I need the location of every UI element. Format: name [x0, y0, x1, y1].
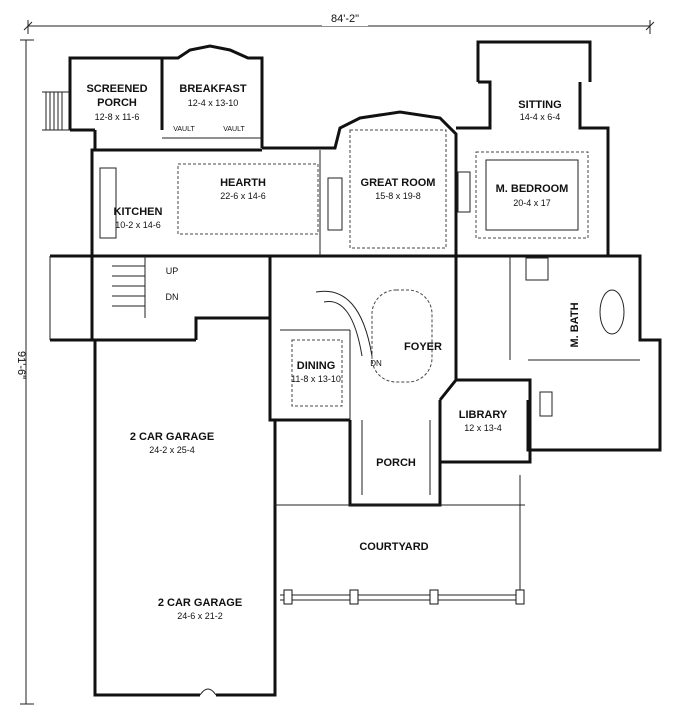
room-sitting: SITTING 14-4 x 6-4 — [518, 99, 561, 122]
room-name: 2 CAR GARAGE — [158, 597, 242, 609]
room-master-bedroom: M. BEDROOM 20-4 x 17 — [496, 183, 569, 208]
room-size: 14-4 x 6-4 — [520, 112, 561, 122]
room-screened-porch: SCREENED PORCH 12-8 x 11-6 — [86, 83, 147, 122]
room-garage-upper: 2 CAR GARAGE 24-2 x 25-4 — [130, 431, 214, 455]
room-breakfast: BREAKFAST 12-4 x 13-10 VAULT VAULT — [173, 83, 247, 133]
room-name: PORCH — [376, 457, 416, 469]
overall-width-label: 84'-2" — [331, 13, 359, 25]
room-dining: DINING 11-8 x 13-10 — [291, 360, 341, 384]
room-foyer: FOYER — [404, 341, 442, 353]
ceiling-details — [177, 129, 589, 407]
room-size: 12-8 x 11-6 — [95, 112, 140, 122]
stair-up-note: UP — [166, 266, 179, 276]
room-master-bath: M. BATH — [569, 302, 581, 347]
room-size: 22-6 x 14-6 — [220, 191, 266, 201]
room-name: M. BEDROOM — [496, 183, 569, 195]
room-size: 24-6 x 21-2 — [177, 611, 223, 621]
room-name: LIBRARY — [459, 409, 508, 421]
room-size: 10-2 x 14-6 — [115, 220, 161, 230]
room-hearth: HEARTH 22-6 x 14-6 — [220, 177, 266, 201]
room-name: HEARTH — [220, 177, 266, 189]
room-size: 20-4 x 17 — [513, 198, 551, 208]
stair-down-note-foyer: DN — [370, 359, 382, 368]
overall-depth-label: 91'-6" — [15, 351, 27, 379]
room-name: BREAKFAST — [179, 83, 247, 95]
room-great-room: GREAT ROOM 15-8 x 19-8 — [361, 177, 436, 201]
room-name: DINING — [297, 360, 336, 372]
room-kitchen: KITCHEN 10-2 x 14-6 — [114, 206, 163, 230]
walls — [42, 40, 662, 697]
room-name-line2: PORCH — [97, 97, 137, 109]
fixtures — [99, 167, 625, 417]
vault-note: VAULT — [173, 126, 195, 133]
vault-note: VAULT — [223, 126, 245, 133]
room-name: GREAT ROOM — [361, 177, 436, 189]
room-name: FOYER — [404, 341, 442, 353]
room-size: 11-8 x 13-10 — [291, 374, 341, 384]
depth-dimension: 91'-6" — [6, 39, 34, 705]
room-courtyard: COURTYARD — [359, 541, 428, 553]
room-garage-lower: 2 CAR GARAGE 24-6 x 21-2 — [158, 597, 242, 621]
room-name: COURTYARD — [359, 541, 428, 553]
width-dimension: 84'-2" — [23, 12, 655, 34]
room-library: LIBRARY 12 x 13-4 — [459, 409, 508, 433]
room-size: 15-8 x 19-8 — [375, 191, 421, 201]
room-name: SITTING — [518, 99, 561, 111]
room-porch: PORCH — [376, 457, 416, 469]
room-size: 12-4 x 13-10 — [188, 98, 239, 108]
stair-down-note: DN — [166, 292, 179, 302]
room-name: KITCHEN — [114, 206, 163, 218]
room-name: SCREENED — [86, 83, 147, 95]
room-name: M. BATH — [569, 302, 581, 347]
room-size: 12 x 13-4 — [464, 423, 502, 433]
room-name: 2 CAR GARAGE — [130, 431, 214, 443]
room-size: 24-2 x 25-4 — [149, 445, 195, 455]
